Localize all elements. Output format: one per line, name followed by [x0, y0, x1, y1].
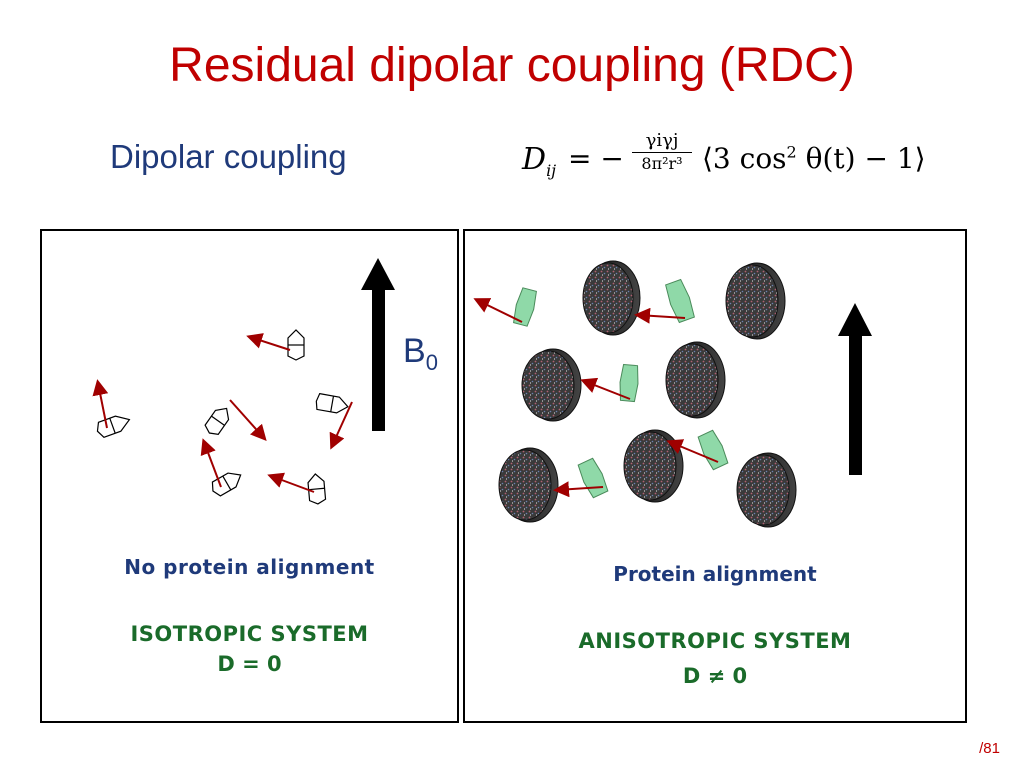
left-panel-line1: No protein alignment	[124, 555, 375, 579]
protein-vector-5	[553, 481, 604, 498]
bicelle-2	[725, 262, 786, 340]
formula-denominator: 8π²r³	[641, 154, 683, 173]
protein-vector-2	[634, 307, 686, 324]
field-label: B0	[403, 332, 438, 375]
molecule-3	[204, 407, 230, 435]
protein-3	[619, 363, 639, 403]
dipole-vector-3	[229, 399, 267, 441]
dipolar-coupling-formula: Dij = − γiγj 8π²r³ ⟨3 cos2 θ(t) − 1⟩	[522, 120, 962, 200]
molecule-4	[315, 392, 349, 414]
page-number: /81	[979, 740, 1000, 757]
protein-vector-3	[580, 377, 631, 400]
molecule-6	[307, 473, 327, 505]
slide-subtitle: Dipolar coupling	[110, 138, 347, 175]
left-panel-line2: ISOTROPIC SYSTEM	[130, 622, 369, 646]
bicelle-7	[736, 452, 797, 528]
field-arrow-right	[838, 303, 872, 475]
protein-4	[697, 429, 729, 471]
bicelle-discs	[498, 260, 797, 528]
right-panel-line3: D ≠ 0	[682, 664, 748, 688]
protein-2	[665, 278, 695, 324]
fraction-bar	[632, 152, 692, 153]
formula-equals: = −	[568, 142, 624, 175]
formula-rhs: ⟨3 cos2 θ(t) − 1⟩	[702, 142, 926, 175]
formula-fraction: γiγj 8π²r³	[632, 130, 692, 173]
aligned-proteins	[473, 278, 729, 499]
bicelle-6	[623, 429, 684, 503]
formula-numerator: γiγj	[645, 130, 679, 151]
dipole-vector-1	[246, 333, 291, 351]
protein-vector-1	[473, 298, 523, 323]
right-panel-line2: ANISOTROPIC SYSTEM	[578, 629, 852, 653]
dipole-vector-4	[329, 401, 353, 450]
bicelle-4	[665, 341, 726, 419]
molecule-2	[96, 415, 131, 439]
left-panel-line3: D = 0	[217, 652, 282, 676]
bicelle-1	[582, 260, 641, 336]
slide-title: Residual dipolar coupling (RDC)	[169, 39, 855, 92]
formula-lhs: Dij	[522, 142, 557, 180]
field-arrow-left	[361, 258, 395, 431]
protein-5	[577, 457, 609, 499]
isotropic-molecules	[92, 329, 353, 505]
isotropic-panel	[40, 229, 459, 723]
bicelle-3	[521, 348, 582, 422]
bicelle-5	[498, 447, 559, 523]
right-panel-line1: Protein alignment	[613, 562, 817, 586]
dipole-vector-6	[267, 472, 315, 493]
protein-1	[513, 287, 537, 327]
protein-vector-4	[666, 439, 719, 463]
dipole-vector-5	[200, 438, 222, 488]
molecule-1	[287, 329, 305, 361]
dipole-vector-2	[92, 379, 109, 429]
molecule-5	[211, 472, 242, 497]
